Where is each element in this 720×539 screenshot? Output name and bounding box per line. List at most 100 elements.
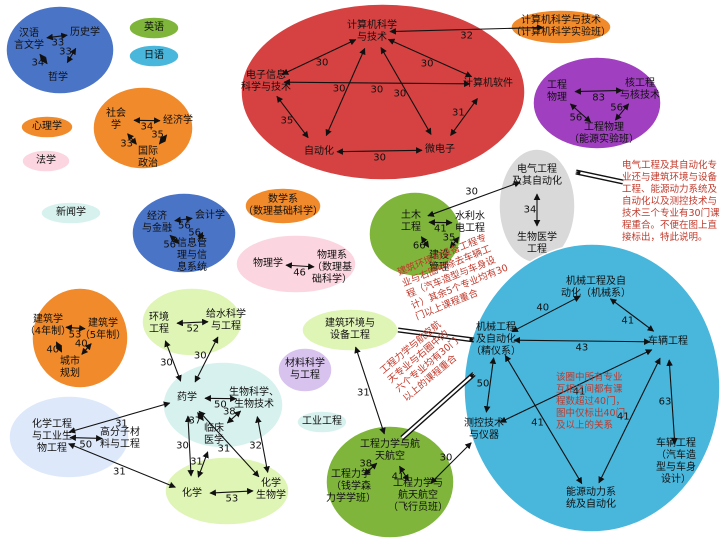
edge-label-e_bldg_aero: 31: [356, 387, 370, 399]
edge-label-e_civil_hyd: 41: [434, 223, 447, 235]
cluster-engineering-physics: [532, 56, 662, 150]
edge-e_elec_civil: [427, 181, 521, 217]
electrical-note-arrow: [575, 169, 624, 185]
node-chemistry: 化学: [182, 488, 202, 499]
node-civil: 土木 工程: [401, 210, 421, 233]
node-philosophy: 哲学: [48, 72, 68, 83]
edge-e_pharm_chembio: [198, 410, 260, 478]
node-mech-eng: 机械工程及自 动化（机械系）: [561, 276, 631, 299]
node-pharmacy: 药学: [177, 392, 197, 403]
node-physics: 物理学: [253, 258, 283, 269]
edge-e_civil_mgmt: [420, 236, 430, 248]
node-water-eng: 给水科学 与工程: [206, 309, 246, 332]
node-sociology: 社会 学: [106, 108, 126, 131]
edge-label-e_phys_lab: 56: [569, 112, 583, 124]
edge-e_chn_phil: [39, 53, 48, 65]
edge-e_soc_intl: [127, 133, 137, 145]
edge-e_ee_sw: [283, 78, 471, 88]
node-accounting: 会计学: [195, 210, 225, 221]
mechanical-note: 该圈中所有专业 互相之间都有课 程数超过40门， 图中仅标出40门 及以上的关系: [556, 372, 626, 431]
edge-label-e_sw_micro: 31: [451, 107, 465, 119]
node-vehicle: 车辆工程: [648, 336, 688, 347]
edge-e_chem_chembio: [209, 487, 254, 497]
cluster-architecture: [31, 287, 129, 389]
edge-label-e_chn_phil: 34: [31, 57, 45, 69]
edge-label-e_meas_pilot: 30: [439, 452, 453, 464]
edge-e_mech_prec: [511, 295, 581, 333]
edge-e_phys_nuc: [574, 87, 623, 95]
edge-e_water_pharm: [194, 336, 219, 383]
node-math-dept: 数学系 （数理基础科学）: [243, 194, 323, 217]
node-cs-software: 计算机软件: [463, 78, 513, 89]
edge-label-e_arch4_urban: 40: [46, 344, 60, 356]
edge-e_aero_qian: [363, 462, 378, 476]
edge-e_env_water: [176, 318, 209, 327]
edge-e_cs_cslab: [389, 24, 544, 35]
edge-label-e_arch4_arch5: 53: [68, 329, 82, 341]
node-psychology: 心理学: [32, 121, 62, 132]
cluster-psychology: [20, 115, 74, 139]
edge-e_cs_micro: [380, 47, 432, 135]
edge-label-e_econ_intl: 35: [151, 129, 164, 141]
edge-label-e_pharm_bio: 50: [214, 399, 227, 411]
edge-e_arch4_urban: [55, 341, 63, 353]
node-electrical: 电气工程 及其自动化: [512, 164, 562, 187]
edge-label-e_meas_veh: 41: [572, 386, 586, 398]
edge-label-e_mech_veh: 41: [621, 315, 635, 327]
edge-label-e_pharm_chembio: 31: [217, 443, 231, 455]
edge-label-e_aero_pilot: 41: [391, 471, 405, 483]
edge-label-e_water_pharm: 30: [193, 350, 207, 362]
edge-e_fin_info: [169, 234, 180, 245]
edge-e_chemeng_pharm: [68, 401, 171, 434]
edge-e_veh_design: [666, 359, 678, 445]
node-biomedical: 生物医学 工程: [517, 232, 557, 255]
cluster-journalism: [40, 201, 102, 225]
node-history: 历史学: [70, 27, 100, 38]
node-hydraulic: 水利水 电工程: [455, 211, 485, 234]
node-eng-physics-lab: 工程物理 （能源实验班）: [569, 122, 639, 145]
edge-e_aero_pilot: [399, 465, 409, 482]
edge-label-e_cs_micro: 30: [393, 88, 407, 100]
edge-e_pharm_chem: [184, 415, 195, 477]
edge-label-e_clin_chem: 31: [190, 456, 203, 468]
node-mech-pilot: 工程力学与 航天航空 （飞行员班）: [388, 478, 448, 513]
edge-label-e_env_pharm: 30: [160, 357, 173, 369]
edge-e_meas_veh: [499, 349, 653, 423]
node-cs-lab: 计算机科学与技术 （计算机科学实验班）: [511, 15, 611, 38]
node-env-eng: 环境 工程: [149, 312, 169, 335]
node-industrial: 工业工程: [302, 416, 342, 427]
edge-label-e_fin_info: 56: [163, 239, 177, 251]
edge-label-e_chemeng_chem: 31: [112, 466, 126, 478]
cluster-humanities: [5, 5, 115, 95]
node-info-mgmt: 信息管 理与信 息系统: [177, 238, 207, 273]
edge-label-e_cs_sw: 30: [420, 58, 434, 70]
edge-label-e_chem_chembio: 53: [225, 493, 239, 505]
edge-label-e_acc_info: 56: [188, 227, 201, 239]
node-arch5: 建筑学 （5年制）: [79, 318, 127, 341]
node-chinese: 汉语 言文学: [14, 28, 44, 51]
node-chem-bio: 化学 生物学: [256, 478, 286, 501]
edge-e_nuc_lab: [614, 103, 630, 121]
edge-label-e_bio_clin: 38: [222, 406, 236, 418]
building-env-arrow: [397, 327, 475, 343]
cluster-materials: [277, 347, 333, 393]
node-construction-mgmt: 建设 管理: [429, 250, 449, 273]
cluster-law: [21, 149, 71, 173]
edge-label-e_phys_dept: 46: [293, 267, 306, 279]
edge-label-e_arch5_urban: 40: [74, 338, 88, 350]
node-law: 法学: [36, 155, 56, 166]
edge-e_chemeng_poly: [69, 434, 103, 442]
edge-label-e_soc_econ: 34: [140, 121, 154, 133]
node-cs-tech: 计算机科学 与技术: [347, 20, 397, 43]
edge-e_prec_meas: [483, 357, 497, 413]
node-english: 英语: [144, 22, 164, 33]
edge-e_prec_veh: [513, 336, 651, 346]
node-energy: 能源动力系 统及自动化: [566, 487, 616, 510]
edge-label-e_fin_acc: 56: [178, 220, 191, 232]
edge-label-e_ee_cs: 30: [315, 57, 329, 69]
node-measurement: 测控技术 与仪器: [464, 418, 504, 441]
node-microelectronics: 微电子: [425, 144, 455, 155]
node-mech-qian: 工程力学 （钱学森 力学学班）: [326, 469, 376, 504]
